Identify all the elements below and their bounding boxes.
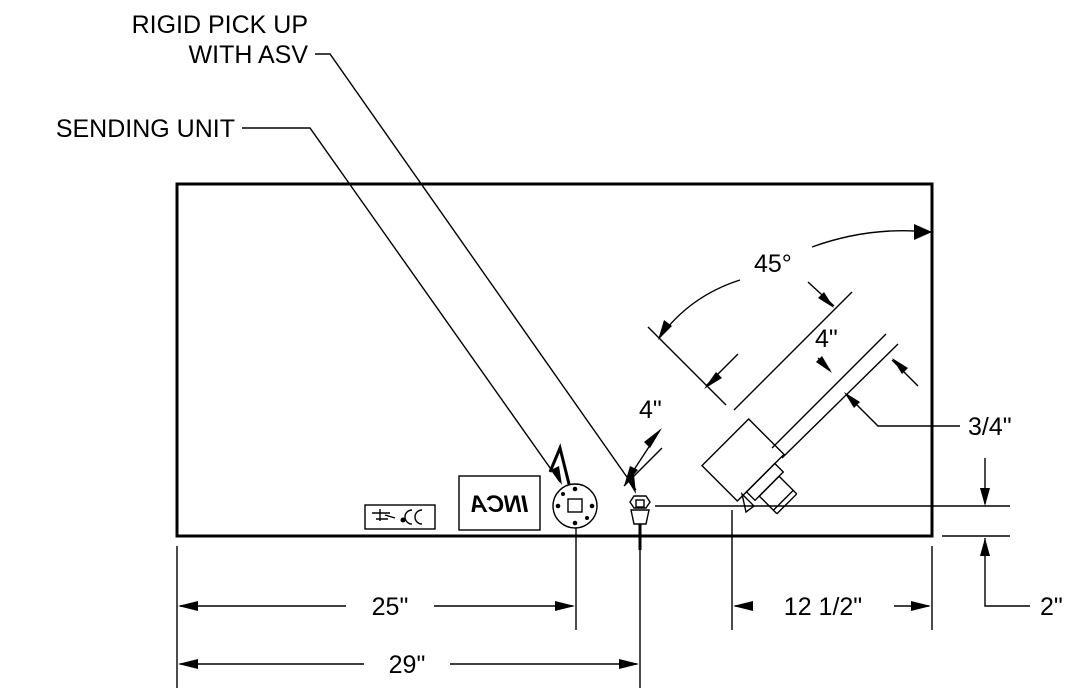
arrow-4-outer-b [818,292,834,308]
dim-4-inner: 4" [639,396,662,424]
arrow-4-inner-b [644,428,662,448]
arrow-sending-unit [551,466,562,485]
dim-12-5: 12 1/2" [784,593,862,621]
dim-29: 29" [389,651,426,679]
arrow-25-right [555,601,575,611]
callout-rigid-pickup-line2: WITH ASV [189,41,309,69]
dim-45-angle: 45° [754,250,792,278]
arrow-2-bottom [980,538,990,556]
dim-4-outer: 4" [815,325,838,353]
ext-line-4 [623,447,663,487]
leader-3-4 [845,393,960,427]
arrow-3-4-b [892,358,908,374]
leader-sending-unit [242,127,561,483]
inca-logo-text: INCA [470,491,529,518]
callout-rigid-pickup-line1: RIGID PICK UP [132,11,308,39]
arrow-29-left [178,659,198,669]
arrow-3-4-a [816,356,832,373]
arrow-3-4-leader [844,392,860,408]
warning-plate [364,504,436,530]
angled-fitting [700,417,798,515]
dim-25: 25" [372,593,409,621]
arrow-29-right [619,659,639,669]
arrow-45-right [914,224,932,240]
fitting-nub [740,491,756,514]
arrow-2-top [980,488,990,506]
angle-arc-left [659,279,741,338]
inca-logo: INCA [458,475,541,531]
dim-2: 2" [1040,593,1063,621]
rigid-pickup-fitting [629,495,651,550]
callout-sending-unit: SENDING UNIT [56,115,235,143]
ext-line-5 [647,326,727,406]
arrow-12-5-left [733,601,753,611]
arrow-4-outer-a [704,372,722,389]
ext-line-1 [733,291,853,411]
ext-line-3 [781,343,899,459]
arrow-25-left [178,601,198,611]
arrow-12-5-right [911,601,931,611]
dim-line-2-bottom [984,538,1030,607]
dim-3-4: 3/4" [968,413,1012,441]
ext-line-2 [771,333,887,449]
sending-unit-flange [548,443,598,529]
angle-arc-right [811,230,931,248]
arrow-4-inner-a [624,466,638,486]
arrow-45-left [658,320,672,340]
tank-outline [175,182,934,538]
leader-rigid-pickup [315,53,637,491]
